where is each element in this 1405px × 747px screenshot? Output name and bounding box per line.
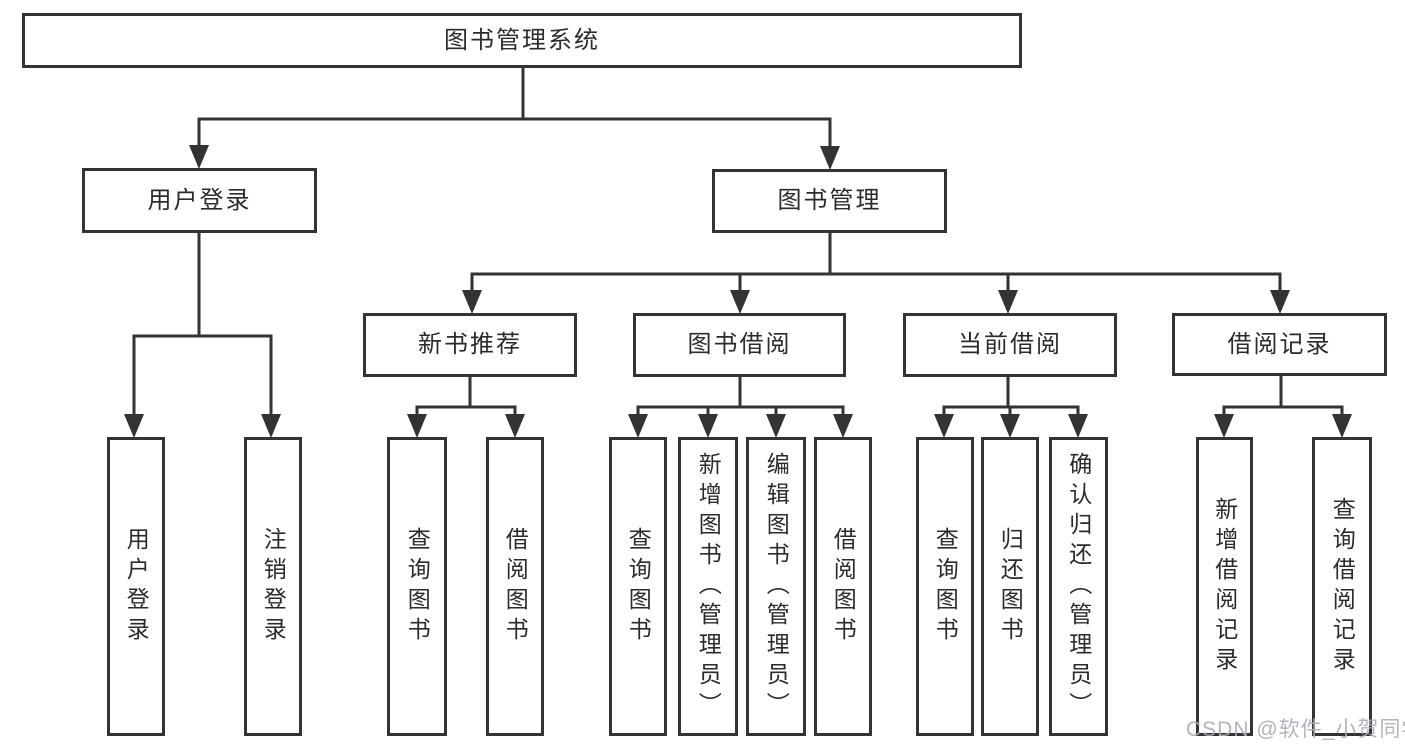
node-label: 查询图书 xyxy=(404,526,431,647)
node-label: 用户登录 xyxy=(123,526,150,647)
node-label: 图书管理系统 xyxy=(444,26,600,54)
node-book-borrowing: 图书借阅 xyxy=(633,313,846,377)
node-label: 编辑图书（管理员） xyxy=(763,451,790,722)
node-bb-add-books-admin: 新增图书（管理员） xyxy=(678,437,738,736)
node-cb-return-books: 归还图书 xyxy=(981,437,1039,736)
node-library-system: 图书管理系统 xyxy=(22,13,1022,68)
node-cb-confirm-return-admin: 确认归还（管理员） xyxy=(1049,437,1108,736)
node-logout: 注销登录 xyxy=(244,437,302,736)
node-label: 确认归还（管理员） xyxy=(1065,451,1092,722)
node-br-query-record: 查询借阅记录 xyxy=(1312,437,1372,736)
node-label: 新书推荐 xyxy=(418,331,522,358)
node-label: 借阅图书 xyxy=(830,526,857,647)
node-user-login: 用户登录 xyxy=(107,437,165,736)
node-label: 新增借阅记录 xyxy=(1211,496,1238,677)
node-book-management: 图书管理 xyxy=(712,169,947,233)
node-label: 查询图书 xyxy=(625,526,652,647)
node-bb-borrow-books: 借阅图书 xyxy=(814,437,872,736)
node-br-add-record: 新增借阅记录 xyxy=(1196,437,1253,736)
node-label: 图书借阅 xyxy=(687,331,792,358)
node-label: 借阅记录 xyxy=(1227,330,1332,358)
node-label: 用户登录 xyxy=(147,186,252,214)
node-cb-query-books: 查询图书 xyxy=(916,437,974,736)
node-rec-borrow-books: 借阅图书 xyxy=(486,437,544,736)
node-label: 查询图书 xyxy=(932,526,959,647)
node-label: 查询借阅记录 xyxy=(1329,496,1356,677)
node-rec-query-books: 查询图书 xyxy=(387,437,447,736)
node-label: 注销登录 xyxy=(260,526,287,647)
node-label: 归还图书 xyxy=(997,526,1024,647)
node-current-borrowing: 当前借阅 xyxy=(903,313,1117,377)
node-bb-edit-books-admin: 编辑图书（管理员） xyxy=(746,437,806,736)
node-borrowing-records: 借阅记录 xyxy=(1172,313,1387,376)
node-user-login-group: 用户登录 xyxy=(82,168,317,233)
node-bb-query-books: 查询图书 xyxy=(609,437,667,736)
node-label: 新增图书（管理员） xyxy=(695,451,722,722)
node-label: 图书管理 xyxy=(777,187,882,214)
node-new-book-recommend: 新书推荐 xyxy=(363,313,577,377)
node-label: 当前借阅 xyxy=(958,331,1062,358)
node-label: 借阅图书 xyxy=(502,526,529,647)
